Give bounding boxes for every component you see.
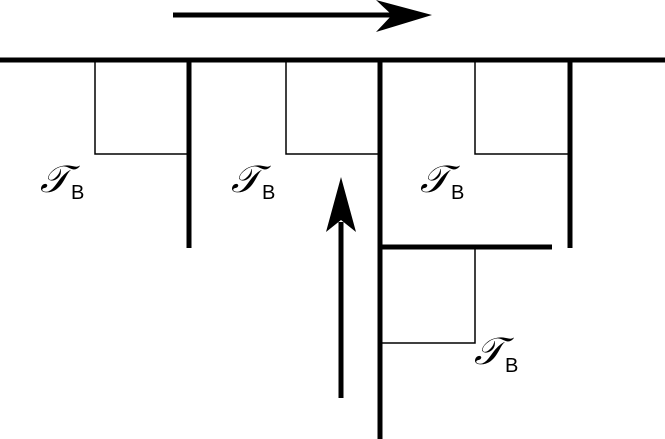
region-box-2 (285, 60, 380, 155)
label-tb-3: 𝒯 B (420, 157, 464, 204)
region-box-1 (94, 60, 189, 155)
horizontal-flow-arrow (173, 0, 432, 32)
vertical-flow-arrow (326, 177, 356, 398)
region-box-4 (380, 247, 476, 344)
label-subscript: B (262, 182, 275, 204)
label-tb-1: 𝒯 B (40, 157, 84, 204)
label-subscript: B (451, 182, 464, 204)
label-tb-4: 𝒯 B (474, 329, 518, 377)
label-tb-2: 𝒯 B (231, 157, 275, 204)
region-box-3 (474, 60, 570, 155)
label-subscript: B (505, 355, 518, 377)
label-subscript: B (71, 182, 84, 204)
